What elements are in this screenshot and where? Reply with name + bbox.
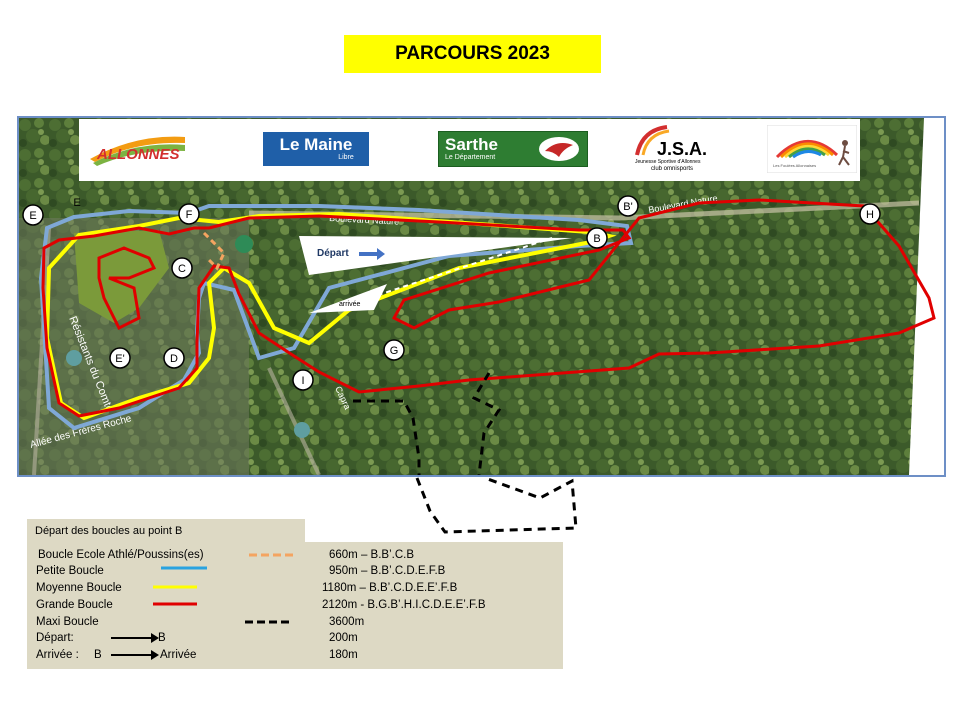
route-grande-boucle-inner [97,246,157,331]
point-marker [859,203,881,225]
point-label: G [390,345,399,357]
point-label: E' [115,353,124,365]
point-marker [586,227,608,249]
depart-direction-arrow [359,248,385,260]
legend-row-petite: Petite Boucle 950m – B.B’.C.D.E.F.B [36,565,446,577]
depart-arrow-shape [299,236,572,275]
point-marker [292,369,314,391]
legend-row-grande: Grande Boucle 2120m - B.G.B’.H.I.C.D.E.E… [36,599,486,611]
point-marker [109,347,131,369]
point-marker [163,347,185,369]
route-ecole-athle [202,231,226,271]
svg-text:Jeunesse Sportive d'Allonnes: Jeunesse Sportive d'Allonnes [635,159,701,165]
sarthe-logo: Sarthe Le Département [437,125,589,173]
legend-row-depart: Départ: B 200m [36,632,358,644]
svg-text:J.S.A.: J.S.A. [657,139,707,159]
legend-header: Départ des boucles au point B [35,525,183,537]
page-title: PARCOURS 2023 [344,35,601,73]
route-legend: Départ des boucles au point B Boucle Eco… [27,519,563,669]
svg-text:club omnisports: club omnisports [651,166,693,172]
jsa-logo: J.S.A. Jeunesse Sportive d'Allonnes club… [627,125,727,173]
point-label: E [73,197,80,209]
point-label: B' [623,201,632,213]
location-marker-icon [235,235,253,253]
road-capra [267,367,321,475]
arrow-right-icon [111,650,159,660]
arrivee-arrow-shape [309,284,387,313]
svg-text:Les Foulées Allonnaises: Les Foulées Allonnaises [773,163,816,168]
point-marker [171,257,193,279]
location-marker-icon [66,350,82,366]
point-marker [617,195,639,217]
arrivee-label: arrivée [339,301,361,308]
foulees-allonnaises-logo: Les Foulées Allonnaises [767,125,857,173]
route-maxi-boucle [353,399,421,475]
point-label: E [29,210,36,222]
legend-row-arrivee: Arrivée : B Arrivée 180m [36,649,358,661]
maxi-boucle-extension [415,476,578,534]
svg-text:ALLONNES: ALLONNES [96,146,180,163]
allonnes-logo: ALLONNES [85,125,190,173]
route-petite-boucle [38,204,634,431]
legend-row-moyenne: Moyenne Boucle 1180m – B.B’.C.D.E.E’.F.B [36,582,458,594]
arrow-right-icon [111,633,159,643]
point-marker [383,339,405,361]
legend-row-maxi: Maxi Boucle 3600m [36,616,365,628]
point-label: I [301,375,304,387]
point-label: H [866,209,874,221]
point-label: B [593,233,600,245]
legend-row-ecole: Boucle Ecole Athlé/Poussins(es) 660m – B… [38,549,415,561]
le-maine-logo: Le Maine Libre [261,125,371,173]
point-marker [22,204,44,226]
depart-label: Départ [317,248,349,259]
sponsor-logo-bar: ALLONNES Le Maine Libre Sarthe Le Départ… [79,119,860,181]
location-marker-icon [294,422,310,438]
point-label: F [186,209,193,221]
road-left [32,227,51,475]
point-label: C [178,263,186,275]
route-maxi-boucle [471,372,502,475]
point-marker [178,203,200,225]
point-label: D [170,353,178,365]
